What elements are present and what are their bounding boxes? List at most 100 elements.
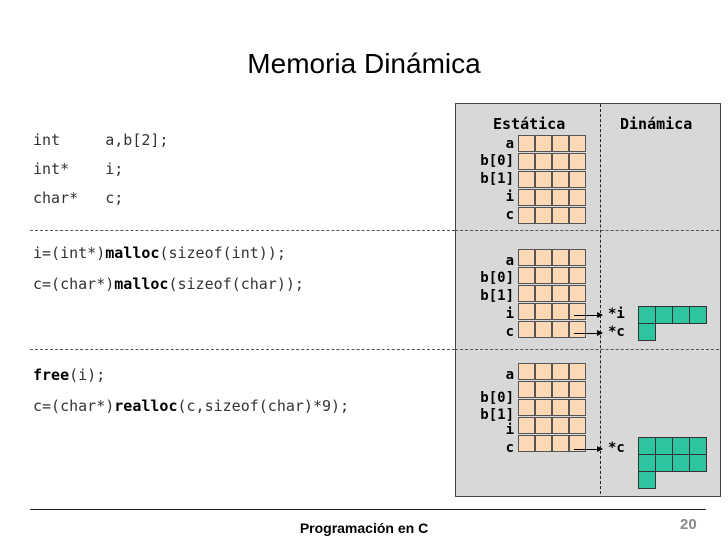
memory-cell	[535, 207, 552, 224]
memory-cell	[569, 435, 586, 452]
label-a: a	[505, 367, 514, 383]
memory-cell	[518, 267, 535, 284]
memory-cell	[535, 381, 552, 398]
memory-cell	[518, 303, 535, 320]
memory-cell	[569, 285, 586, 302]
memory-cell	[552, 381, 569, 398]
memory-cell	[569, 363, 586, 380]
decl-line-1: int a,b[2];	[33, 131, 169, 149]
panel-divider-2	[455, 349, 719, 350]
memory-cell	[552, 249, 569, 266]
memory-cell	[535, 399, 552, 416]
memory-cell	[535, 171, 552, 188]
memory-panel	[455, 103, 721, 497]
memory-cell	[535, 321, 552, 338]
label-c: c	[505, 440, 514, 456]
memory-cell	[552, 435, 569, 452]
memory-cell	[518, 189, 535, 206]
memory-cell	[518, 381, 535, 398]
label-b0: b[0]	[480, 153, 514, 169]
dynamic-header: Dinámica	[620, 115, 693, 133]
memory-cell	[535, 189, 552, 206]
memory-cell	[518, 285, 535, 302]
memory-cell	[552, 321, 569, 338]
memory-cell	[552, 303, 569, 320]
memory-cell	[569, 189, 586, 206]
memory-cell	[552, 189, 569, 206]
memory-cell	[569, 321, 586, 338]
memory-cell	[552, 363, 569, 380]
memory-cell	[535, 435, 552, 452]
memory-cell	[569, 249, 586, 266]
ptr-i-label: *i	[608, 306, 625, 322]
label-a: a	[505, 253, 514, 269]
ptr-c-realloc-label: *c	[608, 440, 625, 456]
malloc-line-c: c=(char*)malloc(sizeof(char));	[33, 275, 304, 293]
memory-cell	[518, 417, 535, 434]
memory-cell	[552, 171, 569, 188]
label-a: a	[505, 136, 514, 152]
slide-title: Memoria Dinámica	[247, 48, 481, 79]
realloc-line: c=(char*)realloc(c,sizeof(char)*9);	[33, 397, 350, 415]
memory-cell	[552, 267, 569, 284]
memory-cell	[535, 135, 552, 152]
memory-cell	[552, 285, 569, 302]
memory-cell	[518, 171, 535, 188]
memory-cell	[518, 207, 535, 224]
memory-cell	[518, 321, 535, 338]
memory-cell	[535, 285, 552, 302]
page-number: 20	[680, 516, 697, 533]
memory-cell	[569, 267, 586, 284]
decl-line-3: char* c;	[33, 189, 124, 207]
memory-cell	[552, 207, 569, 224]
memory-cell	[518, 399, 535, 416]
memory-cell	[569, 171, 586, 188]
memory-cell	[518, 435, 535, 452]
ptr-c-label: *c	[608, 324, 625, 340]
decl-line-2: int* i;	[33, 160, 124, 178]
malloc-line-i: i=(int*)malloc(sizeof(int));	[33, 244, 286, 262]
footer-rule	[30, 509, 706, 510]
memory-cell	[535, 267, 552, 284]
section-divider-2	[30, 349, 455, 350]
free-line: free(i);	[33, 366, 106, 384]
memory-cell	[552, 153, 569, 170]
static-dynamic-divider	[600, 104, 601, 494]
section-divider-1	[30, 230, 455, 231]
memory-cell	[518, 153, 535, 170]
memory-cell	[552, 135, 569, 152]
footer-title: Programación en C	[299, 520, 429, 536]
memory-cell	[569, 417, 586, 434]
memory-cell	[535, 303, 552, 320]
memory-cell	[518, 363, 535, 380]
arrow-i	[574, 312, 603, 318]
memory-cell	[535, 363, 552, 380]
memory-cell	[535, 153, 552, 170]
label-b1: b[1]	[480, 171, 514, 187]
memory-cell	[569, 153, 586, 170]
label-c: c	[505, 324, 514, 340]
memory-cell	[535, 249, 552, 266]
memory-cell	[552, 417, 569, 434]
label-i: i	[505, 422, 514, 438]
memory-cell	[569, 381, 586, 398]
memory-cell	[518, 249, 535, 266]
memory-cell	[552, 399, 569, 416]
memory-cell	[518, 135, 535, 152]
memory-cell	[569, 135, 586, 152]
label-b0: b[0]	[480, 390, 514, 406]
arrow-c	[574, 330, 603, 336]
arrow-c-realloc	[574, 446, 603, 452]
memory-cell	[535, 417, 552, 434]
static-header: Estática	[493, 115, 566, 133]
label-b1: b[1]	[480, 288, 514, 304]
memory-cell	[569, 207, 586, 224]
label-c: c	[505, 207, 514, 223]
label-b1: b[1]	[480, 407, 514, 423]
panel-divider-1	[455, 230, 719, 231]
label-b0: b[0]	[480, 270, 514, 286]
memory-cell	[569, 303, 586, 320]
label-i: i	[505, 306, 514, 322]
label-i: i	[505, 189, 514, 205]
memory-cell	[569, 399, 586, 416]
